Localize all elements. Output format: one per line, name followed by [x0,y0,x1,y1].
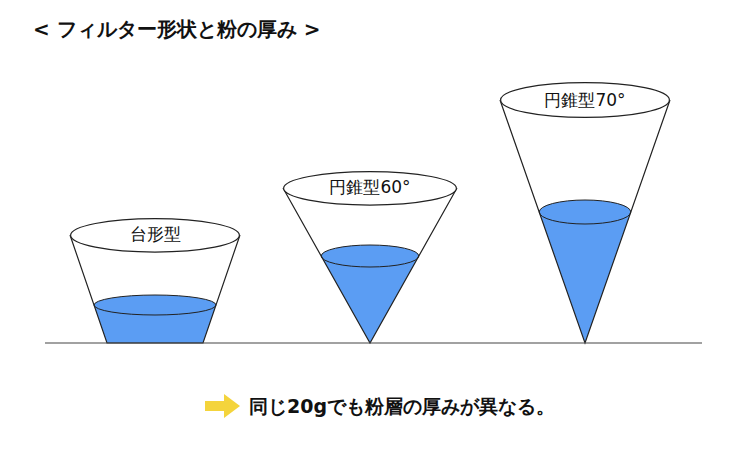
arrow-icon [205,394,240,418]
coffee-surface [94,295,216,315]
title: < フィルター形状と粉の厚み > [33,16,320,43]
coffee-surface [539,200,631,224]
rim-outline [284,171,457,204]
filter-label: 台形型 [70,218,240,253]
coffee-layer [539,212,631,343]
rim-outline [501,83,670,118]
coffee-surface [321,245,419,267]
cone-filter [500,100,670,343]
filter-label: 円錐型70° [500,82,670,118]
filter-rim: 台形型 [70,218,240,253]
coffee-layer [321,256,419,343]
rim-outline [71,218,240,251]
filter-rim: 円錐型70° [500,82,670,118]
filter-label: 円錐型60° [283,171,457,206]
baseline [45,342,702,343]
cone-filter [283,188,457,343]
caption: 同じ20gでも粉層の厚みが異なる。 [249,394,555,420]
filter-rim: 円錐型60° [283,171,457,206]
